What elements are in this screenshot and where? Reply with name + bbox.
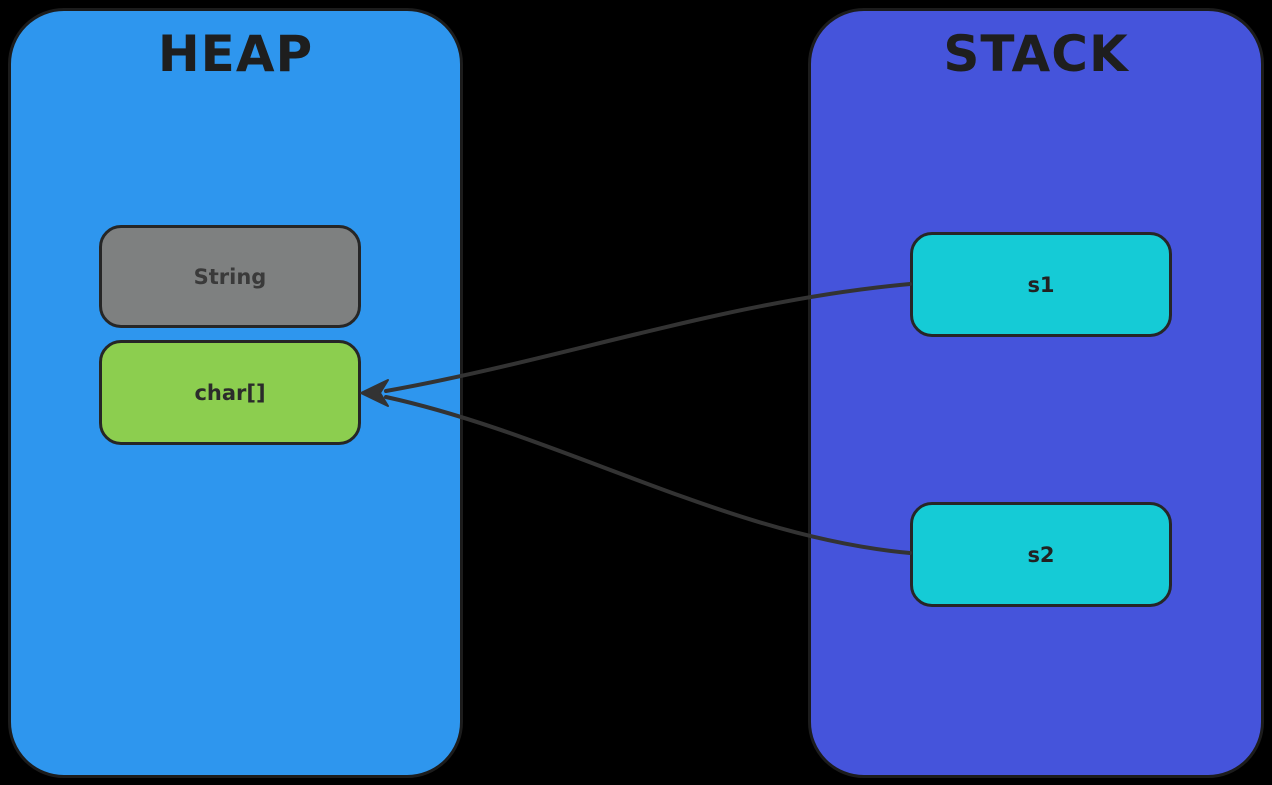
node-s1: s1 [910,232,1172,337]
node-char-array-label: char[] [194,380,266,405]
node-string-label: String [193,264,267,289]
node-s2-label: s2 [1027,542,1055,567]
node-string: String [99,225,361,328]
node-s1-label: s1 [1027,272,1055,297]
node-s2: s2 [910,502,1172,607]
node-char-array: char[] [99,340,361,445]
stack-title: STACK [943,25,1129,83]
stack-panel: STACK [808,8,1264,778]
heap-title: HEAP [157,25,314,83]
